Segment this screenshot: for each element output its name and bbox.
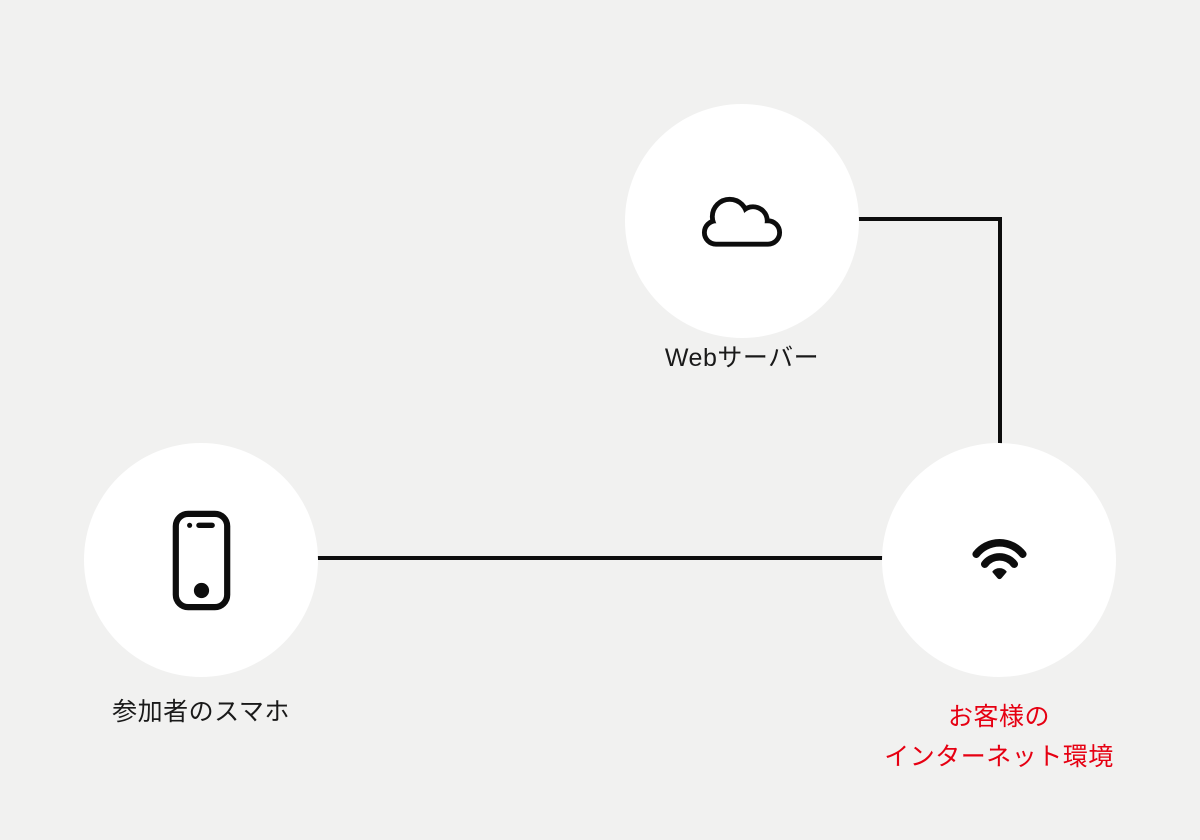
- label-web-server: Webサーバー: [664, 344, 820, 372]
- wifi-icon: [971, 538, 1027, 579]
- node-customer-internet: [882, 443, 1116, 677]
- cloud-icon: [701, 196, 783, 247]
- smartphone-icon: [172, 510, 230, 610]
- node-participant-phone: [84, 443, 318, 677]
- label-participant-phone: 参加者のスマホ: [112, 698, 290, 726]
- connector-phone-to-internet: [300, 556, 900, 560]
- label-customer-internet-line1: お客様の: [947, 703, 1050, 731]
- node-web-server: [625, 104, 859, 338]
- label-customer-internet-line2: インターネット環境: [884, 743, 1114, 771]
- label-customer-internet: お客様の インターネット環境: [829, 697, 1169, 777]
- connector-webserver-vertical: [998, 217, 1002, 467]
- connector-webserver-horizontal: [840, 217, 1002, 221]
